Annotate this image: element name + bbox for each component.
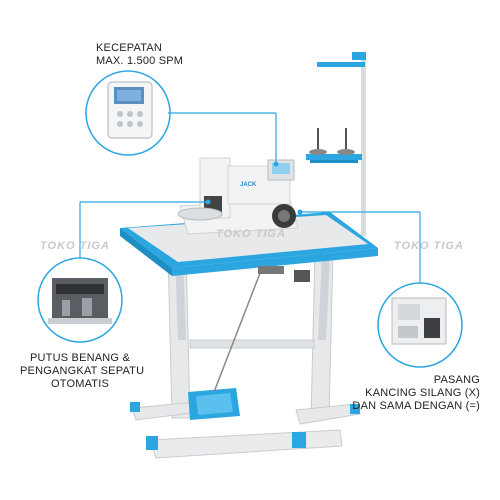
sewing-machine: JACK [177, 157, 299, 235]
label-speed: KECEPATAN MAX. 1.500 SPM [96, 42, 183, 68]
table-frame [130, 251, 361, 459]
thread-stand [306, 52, 366, 236]
callout-thread-cutter [37, 199, 211, 343]
label-button-pattern-line1: PASANG [433, 374, 480, 386]
machine-brand-text: JACK [240, 182, 257, 188]
label-button-pattern-line3: DAN SAMA DENGAN (=) [352, 400, 480, 412]
label-thread-cutter-line3: OTOMATIS [50, 378, 110, 390]
table-top [120, 212, 378, 282]
watermark-center: TOKO TIGA [216, 228, 286, 240]
foot-pedal [188, 267, 263, 420]
callout-button-pattern [297, 209, 463, 368]
label-button-pattern: PASANG KANCING SILANG (X) DAN SAMA DENGA… [330, 374, 480, 413]
label-button-pattern-line2: KANCING SILANG (X) [365, 387, 480, 399]
label-thread-cutter-line1: PUTUS BENANG & [30, 352, 130, 364]
label-speed-line2: MAX. 1.500 SPM [96, 55, 184, 67]
label-thread-cutter-line2: PENGANGKAT SEPATU [20, 365, 145, 377]
watermark-left: TOKO TIGA [40, 240, 110, 252]
label-thread-cutter: PUTUS BENANG & PENGANGKAT SEPATU OTOMATI… [20, 352, 145, 391]
watermark-right: TOKO TIGA [394, 240, 464, 252]
callout-control-panel [85, 70, 279, 167]
label-speed-line1: KECEPATAN [96, 42, 162, 54]
